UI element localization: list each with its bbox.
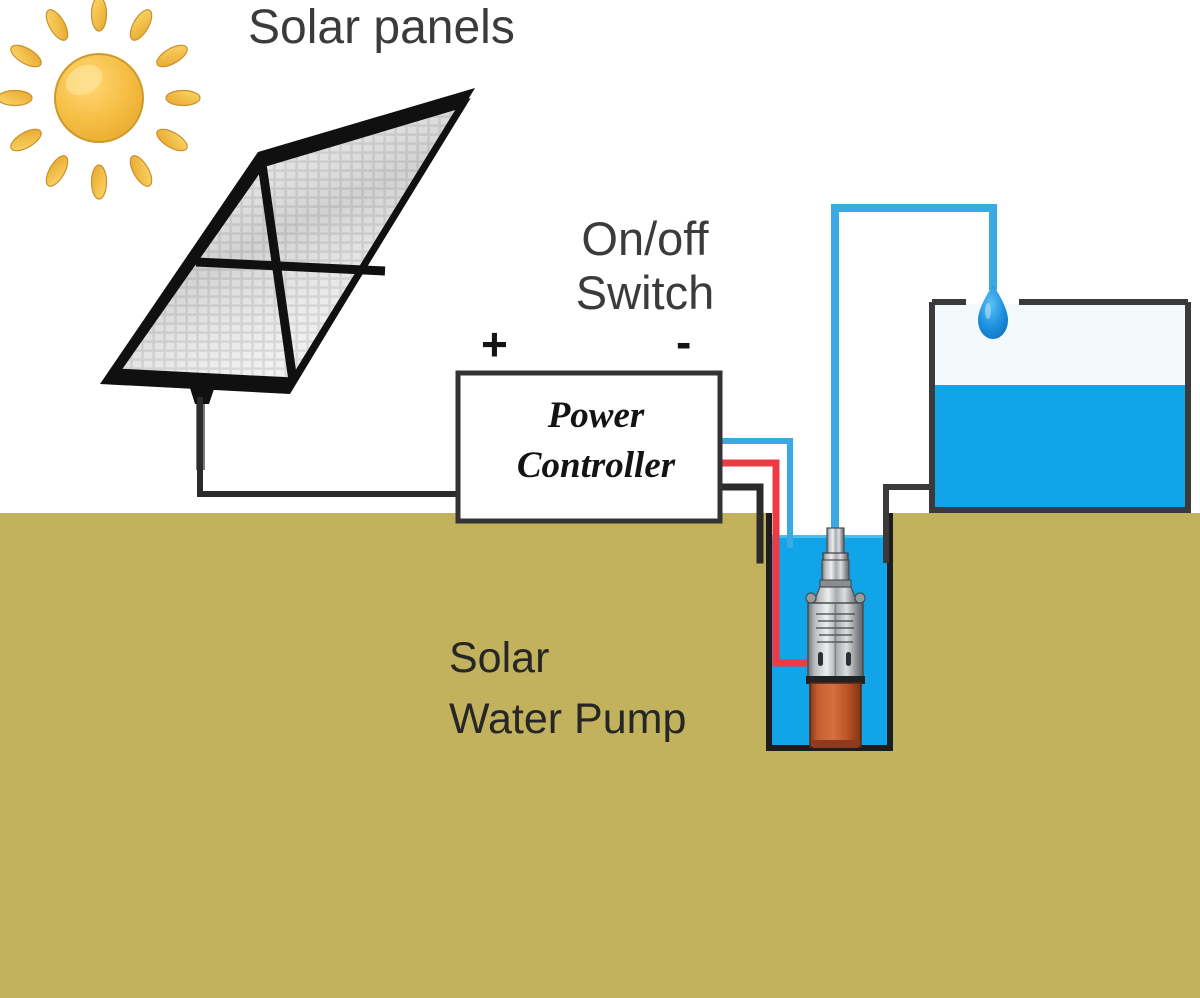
label-solar-water-pump-line1: Solar xyxy=(449,634,550,682)
label-onoff-switch-line2: Switch xyxy=(575,266,715,320)
solar-panel xyxy=(100,88,475,470)
wire-panel-to-controller xyxy=(197,397,464,497)
pipe-tank-outlet xyxy=(883,484,935,563)
soil-ground xyxy=(0,513,1200,998)
submersible-pump xyxy=(805,527,866,748)
water-drop-icon xyxy=(978,285,1008,339)
label-terminal-negative: - xyxy=(676,316,692,368)
label-solar-panels: Solar panels xyxy=(248,1,515,54)
wire-controller-negative xyxy=(714,483,764,564)
wire-controller-blue xyxy=(715,438,793,548)
label-onoff-switch-line1: On/off xyxy=(581,212,709,265)
water-tank xyxy=(929,299,1191,513)
wire-controller-positive xyxy=(714,459,816,667)
pipe-pump-to-tank xyxy=(831,204,997,544)
label-terminal-positive: + xyxy=(481,318,508,370)
label-power-controller-line1: Power xyxy=(547,395,645,436)
label-power-controller-line2: Controller xyxy=(516,444,676,486)
label-solar-water-pump-line2: Water Pump xyxy=(449,695,687,744)
sun-icon xyxy=(0,0,201,200)
power-controller-box xyxy=(455,370,723,524)
